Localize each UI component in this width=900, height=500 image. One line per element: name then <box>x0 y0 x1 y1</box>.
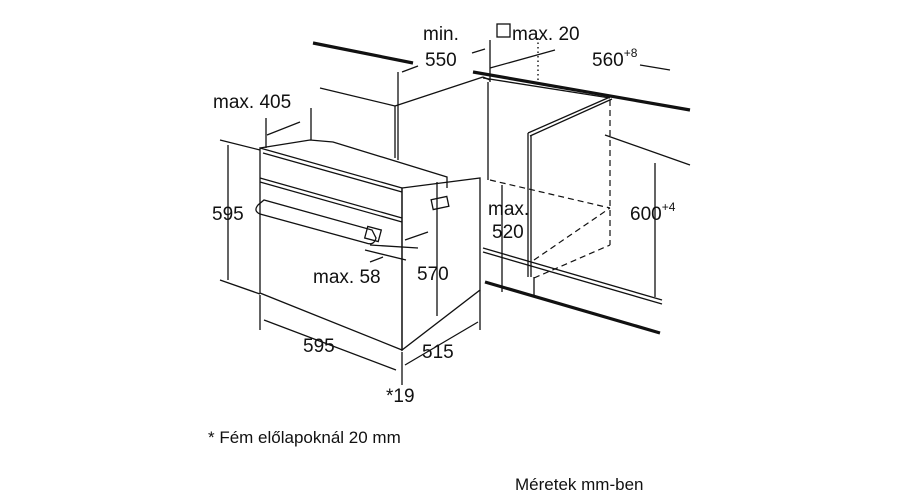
label-width-560: 560+8 <box>592 46 638 71</box>
label-min: min. <box>423 24 459 45</box>
footnote-metal-front: * Fém előlapoknál 20 mm <box>208 428 401 447</box>
label-width-595: 595 <box>303 336 335 357</box>
label-max: max. <box>488 199 529 220</box>
label-depth-515: 515 <box>422 342 454 363</box>
cabinet-niche <box>394 38 663 335</box>
label-height-595: 595 <box>212 204 244 225</box>
oven-unit <box>255 139 481 352</box>
label-height-600: 600+4 <box>630 200 676 225</box>
dimension-lines <box>219 40 691 385</box>
label-star-19: *19 <box>386 386 415 407</box>
label-height-570: 570 <box>417 264 449 285</box>
dimension-labels: min. 550 max. 20 560+8 max. 405 595 max.… <box>208 23 676 494</box>
label-depth-550: 550 <box>425 50 457 71</box>
oven-handle <box>255 199 377 245</box>
countertop <box>312 41 691 112</box>
oven-vent <box>430 195 450 211</box>
square-icon <box>496 23 511 38</box>
units-note: Méretek mm-ben <box>515 475 643 494</box>
label-max-20: max. 20 <box>512 24 580 45</box>
label-depth-520: 520 <box>492 222 524 243</box>
label-max-58: max. 58 <box>313 267 381 288</box>
label-max-405: max. 405 <box>213 92 291 113</box>
